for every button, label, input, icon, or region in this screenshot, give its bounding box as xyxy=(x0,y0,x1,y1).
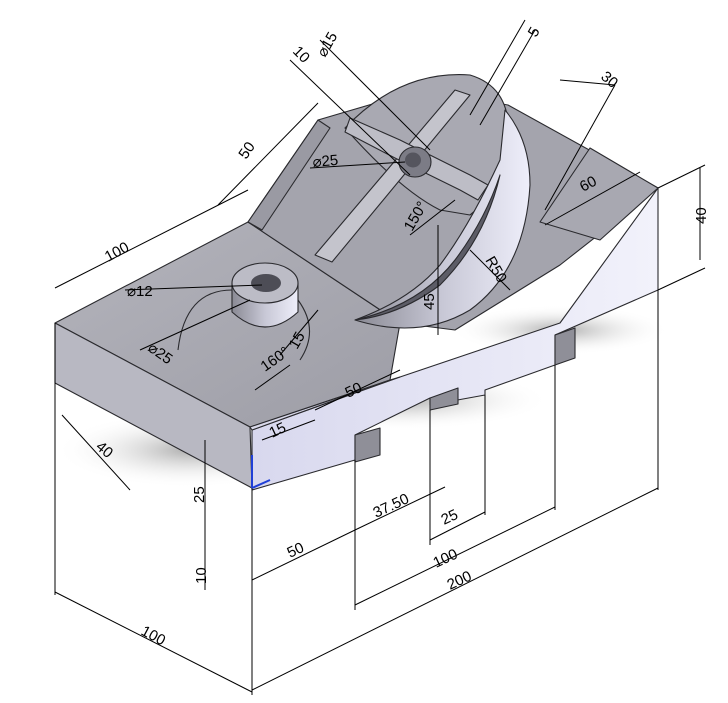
dim-37-50: 37.50 xyxy=(371,490,412,521)
slot-3-inner xyxy=(554,327,576,366)
dim-dia12: ⌀12 xyxy=(127,283,153,300)
dim-50-top: 50 xyxy=(235,139,258,162)
dim-dia15: ⌀15 xyxy=(314,29,342,60)
small-boss-hole xyxy=(251,274,281,292)
upper-hole-inner xyxy=(405,152,421,168)
arc-cutout xyxy=(354,174,501,321)
dim-50-front: 50 xyxy=(343,379,365,401)
dim-25-slot: 25 xyxy=(439,506,461,528)
dim-45: 45 xyxy=(421,293,438,310)
dim-100-bottom: 100 xyxy=(431,546,461,572)
dim-50-bottom: 50 xyxy=(285,539,307,561)
dim-40-right: 40 xyxy=(693,207,710,224)
boss-fillet xyxy=(177,289,311,361)
dim-30: 30 xyxy=(597,68,621,92)
slot-2-inner xyxy=(429,387,459,411)
dim-100-base: 100 xyxy=(138,623,168,650)
dim-60: 60 xyxy=(577,173,600,196)
solid-model xyxy=(54,74,659,491)
dim-15-boss: 15 xyxy=(286,329,309,352)
dimension-lines xyxy=(54,19,706,695)
dim-5: 5 xyxy=(525,24,544,40)
dim-10-left: 10 xyxy=(193,567,210,584)
dim-15-front: 15 xyxy=(267,419,289,441)
upper-block-left-face xyxy=(247,119,331,231)
dim-dia25-top: ⌀25 xyxy=(312,152,339,171)
slot-1-inner xyxy=(354,427,381,463)
dim-25-left: 25 xyxy=(191,486,208,503)
arc-boss-side xyxy=(354,109,531,329)
dim-200: 200 xyxy=(445,568,475,594)
